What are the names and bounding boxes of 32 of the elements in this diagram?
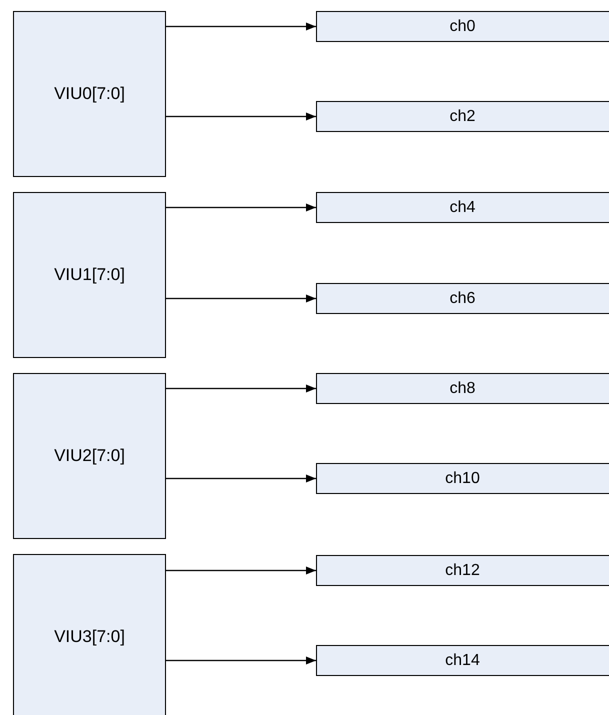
input-block bbox=[13, 554, 166, 715]
arrow bbox=[166, 294, 316, 302]
arrow bbox=[166, 474, 316, 482]
arrow bbox=[166, 656, 316, 664]
arrow bbox=[166, 204, 316, 212]
channel-label: ch0 bbox=[450, 18, 476, 36]
arrow bbox=[166, 384, 316, 392]
block-label: VIU2[7:0] bbox=[54, 446, 125, 466]
channel-label: ch4 bbox=[450, 198, 476, 216]
channel-label: ch6 bbox=[450, 290, 476, 308]
channel-bar bbox=[316, 192, 609, 223]
input-block bbox=[13, 11, 166, 177]
channel-label: ch12 bbox=[445, 562, 480, 580]
channel-bar bbox=[316, 283, 609, 314]
channel-label: ch8 bbox=[450, 380, 476, 398]
channel-bar bbox=[316, 101, 609, 132]
arrow bbox=[166, 112, 316, 120]
input-block bbox=[13, 192, 166, 358]
block-label: VIU0[7:0] bbox=[54, 84, 125, 104]
channel-label: ch14 bbox=[445, 652, 480, 670]
channel-label: ch2 bbox=[450, 108, 476, 126]
channel-label: ch10 bbox=[445, 470, 480, 488]
block-label: VIU1[7:0] bbox=[54, 265, 125, 285]
block-label: VIU3[7:0] bbox=[54, 627, 125, 647]
channel-bar bbox=[316, 11, 609, 42]
arrow bbox=[166, 22, 316, 30]
input-block bbox=[13, 373, 166, 539]
channel-bar bbox=[316, 645, 609, 676]
channel-bar bbox=[316, 373, 609, 404]
channel-bar bbox=[316, 555, 609, 586]
channel-bar bbox=[316, 463, 609, 494]
arrow bbox=[166, 566, 316, 574]
